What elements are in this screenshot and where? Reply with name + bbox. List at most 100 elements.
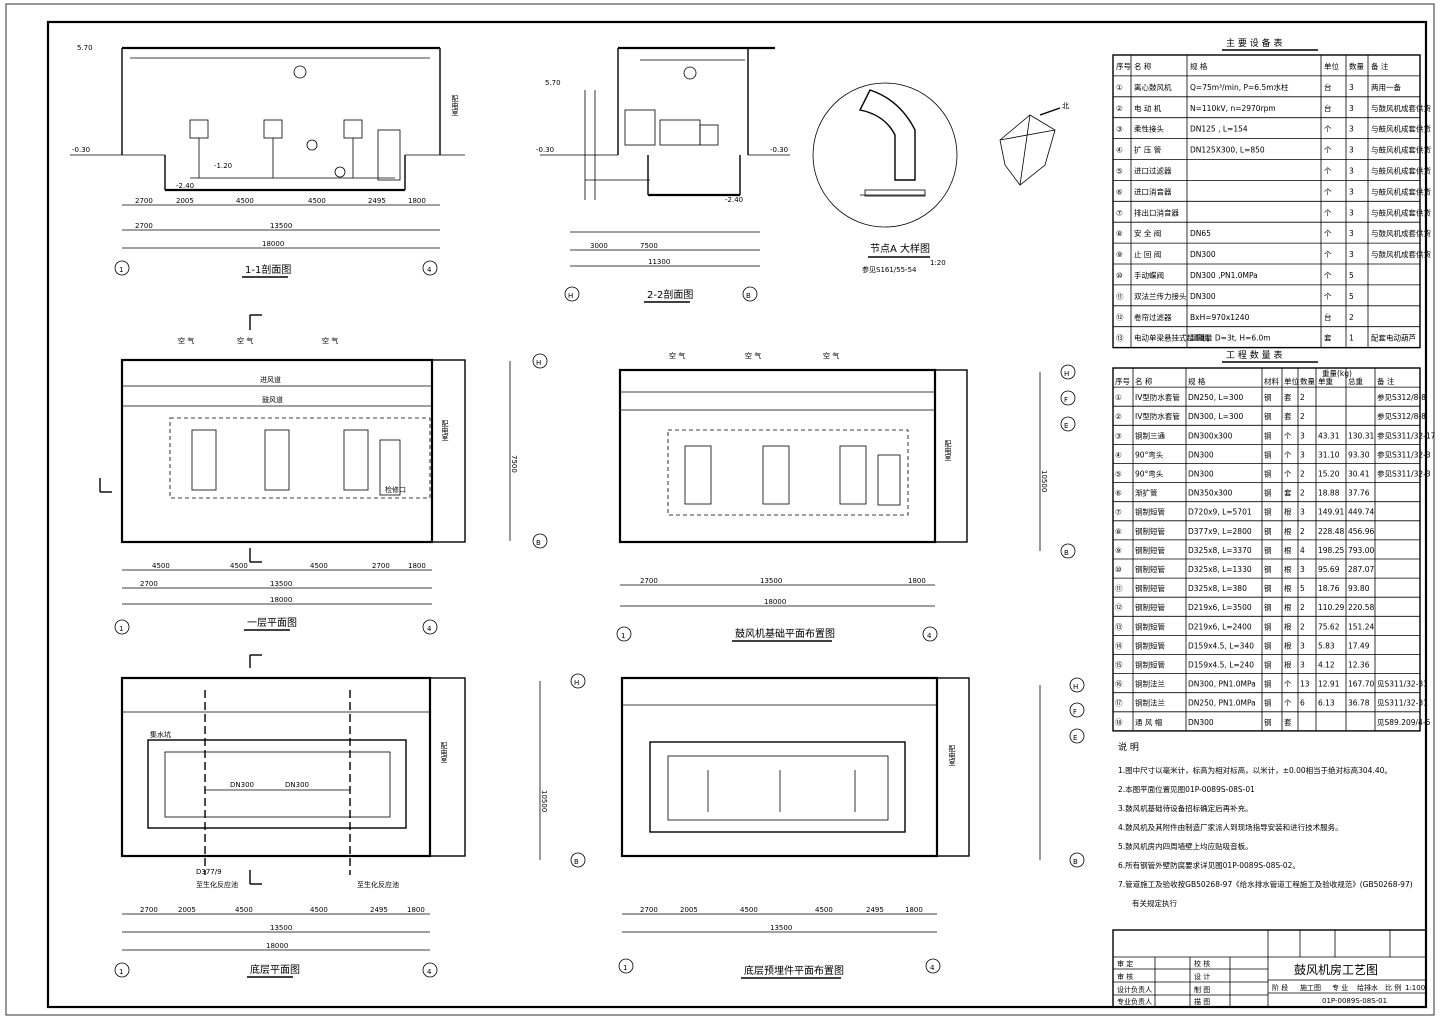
room-dist-label-bt: 配电室 [440, 742, 448, 763]
qty-table-cell: D325x8, L=3370 [1188, 546, 1252, 555]
qty-table-cell: 31.10 [1318, 450, 1340, 459]
qty-table-cell: 参见S311/32-17 [1377, 430, 1436, 440]
qty-table-cell: 12.91 [1318, 680, 1340, 689]
elev-240-b: -2.40 [725, 196, 743, 204]
tb-scale-l: 比 例 [1385, 983, 1401, 992]
eq-table-cell: 手动蝶阀 [1134, 270, 1164, 280]
eq-table-cell: 个 [1324, 187, 1332, 196]
qty-table-cell: 6 [1300, 699, 1305, 708]
qty-table-cell: ⑧ [1115, 527, 1122, 536]
qty-table-cell: 钢 [1264, 564, 1272, 574]
qty-table-cell: 见S311/32-31 [1377, 699, 1428, 708]
eq-table-cell: 与鼓风机成套供货 [1371, 186, 1431, 196]
dim-13500-d: 13500 [270, 924, 292, 932]
qty-table-cell: DN350x300 [1188, 489, 1233, 498]
qty-table-cell: 钢 [1264, 602, 1272, 612]
air-label-5: 空 气 [745, 351, 761, 360]
qty-header-cell: 备 注 [1377, 376, 1395, 386]
eq-table-cell: 2 [1349, 313, 1354, 322]
qty-table-cell: 根 [1284, 640, 1292, 650]
eq-table-cell: 与鼓风机成套供货 [1371, 124, 1431, 134]
eq-table-cell: ⑦ [1116, 208, 1123, 217]
dim-13500-e: 13500 [770, 924, 792, 932]
qty-table-cell: DN300x300 [1188, 431, 1233, 440]
qty-table-cell: 3 [1300, 661, 1305, 670]
note-line: 1.图中尺寸以毫米计，标高为相对标高，以米计，±0.00相当于绝对标高304.4… [1118, 765, 1392, 775]
well-label: 集水坑 [150, 730, 171, 739]
qty-table-cell: 4 [1300, 546, 1305, 555]
qty-table-cell: 钢制短管 [1135, 507, 1165, 517]
tb-r2-c: 设 计 [1194, 972, 1210, 981]
eq-table-cell: 排出口消音器 [1134, 207, 1179, 217]
elev-240: -2.40 [176, 182, 194, 190]
eq-table-cell: ⑤ [1116, 167, 1123, 176]
section-11-title: 1-1剖面图 [245, 263, 291, 276]
stair-label: 检修口 [385, 485, 406, 494]
qty-header-cell: 单位 [1284, 376, 1300, 386]
axis-h-e: H [1073, 683, 1078, 691]
eq-table-cell: DN125 , L=154 [1190, 125, 1248, 134]
qty-table-cell: 228.48 [1318, 527, 1344, 536]
qty-table-cell: 钢制短管 [1135, 621, 1165, 631]
qty-table-cell: 2 [1300, 622, 1305, 631]
qty-table-cell: 4.12 [1318, 661, 1335, 670]
qty-table-cell: ② [1115, 412, 1122, 421]
axis-b-a: B [746, 292, 751, 300]
dim-18000-a: 18000 [262, 240, 284, 248]
eq-table-cell: ② [1116, 104, 1123, 113]
plan-embed-view: 配电室 2700 2005 4500 4500 2495 1800 13500 … [618, 676, 1085, 979]
tb-drawing-no: 01P-0089S-08S-01 [1322, 997, 1387, 1005]
dim-10500-a: 10500 [1040, 470, 1048, 492]
eq-table-cell: 3 [1349, 146, 1354, 155]
qty-table-cell: 套 [1284, 392, 1292, 402]
axis-h-c: H [1064, 370, 1069, 378]
qty-table-cell: 钢制短管 [1135, 602, 1165, 612]
dim-2005: 2005 [176, 197, 194, 205]
plan-1f-view: 空 气 空 气 空 气 进风道 鼓风道 检修口 配电室 4500 4500 45… [114, 336, 548, 635]
axis-e-b: E [1073, 734, 1077, 742]
note-line: 4.鼓风机及其附件由制造厂家派人到现场指导安装和进行技术服务。 [1118, 822, 1343, 832]
eq-table-cell: 离心鼓风机 [1134, 82, 1172, 92]
dim-2700-g: 2700 [640, 906, 658, 914]
qty-table-cell: 钢制法兰 [1135, 698, 1165, 708]
qty-table-cell: 个 [1284, 470, 1292, 479]
qty-table-cell: ⑨ [1115, 546, 1122, 555]
qty-table-cell: 37.76 [1348, 489, 1370, 498]
qty-table-cell: 通 风 帽 [1135, 717, 1162, 727]
qty-table-cell: 套 [1284, 488, 1292, 498]
qty-table-cell: 3 [1300, 508, 1305, 517]
qty-header-cell: 序号 [1115, 376, 1130, 386]
eq-table-cell: ⑪ [1116, 292, 1124, 301]
section-22-view: 5.70 -0.30 -0.30 -2.40 7500 3000 11300 H… [536, 46, 790, 303]
qty-table-cell: 43.31 [1318, 431, 1340, 440]
axis-1-e: 1 [623, 964, 627, 972]
title-block: 审 定 校 核 审 核 设 计 设计负责人 制 图 专业负责人 描 图 鼓风机房… [1112, 929, 1427, 1008]
note-line: 有关规定执行 [1132, 898, 1177, 908]
eq-table-cell: 台 [1324, 312, 1332, 322]
dim-2700-e: 2700 [640, 577, 658, 585]
detail-a-ref: 参见S161/55-54 [862, 265, 917, 274]
eq-table-cell: 1 [1349, 334, 1354, 343]
eq-table-cell: 卷帘过滤器 [1134, 312, 1172, 322]
dim-4500-e: 4500 [310, 562, 328, 570]
eq-header-cell: 名 称 [1134, 61, 1152, 71]
eq-table-cell: ⑬ [1116, 334, 1124, 343]
qty-table-cell: 12.36 [1348, 661, 1370, 670]
dim-2495-b: 2495 [370, 906, 388, 914]
outlet-label-b: 至生化反应池 [357, 880, 399, 889]
dim-4500-h: 4500 [740, 906, 758, 914]
qty-header-cell: 总重 [1348, 376, 1364, 386]
eq-table-cell: 3 [1349, 250, 1354, 259]
dim-2700-c: 2700 [372, 562, 390, 570]
dim-2700-b: 2700 [135, 222, 153, 230]
dim-1800-c: 1800 [908, 577, 926, 585]
qty-table-cell: 根 [1284, 564, 1292, 574]
eq-table-cell: BxH=970x1240 [1190, 313, 1250, 322]
note-line: 7.管道施工及验收按GB50268-97《给水排水管道工程施工及验收规范》(GB… [1118, 879, 1413, 889]
axis-4-a: 4 [427, 266, 432, 274]
qty-table-cell: 根 [1284, 545, 1292, 555]
eq-table-cell: ① [1116, 83, 1123, 92]
